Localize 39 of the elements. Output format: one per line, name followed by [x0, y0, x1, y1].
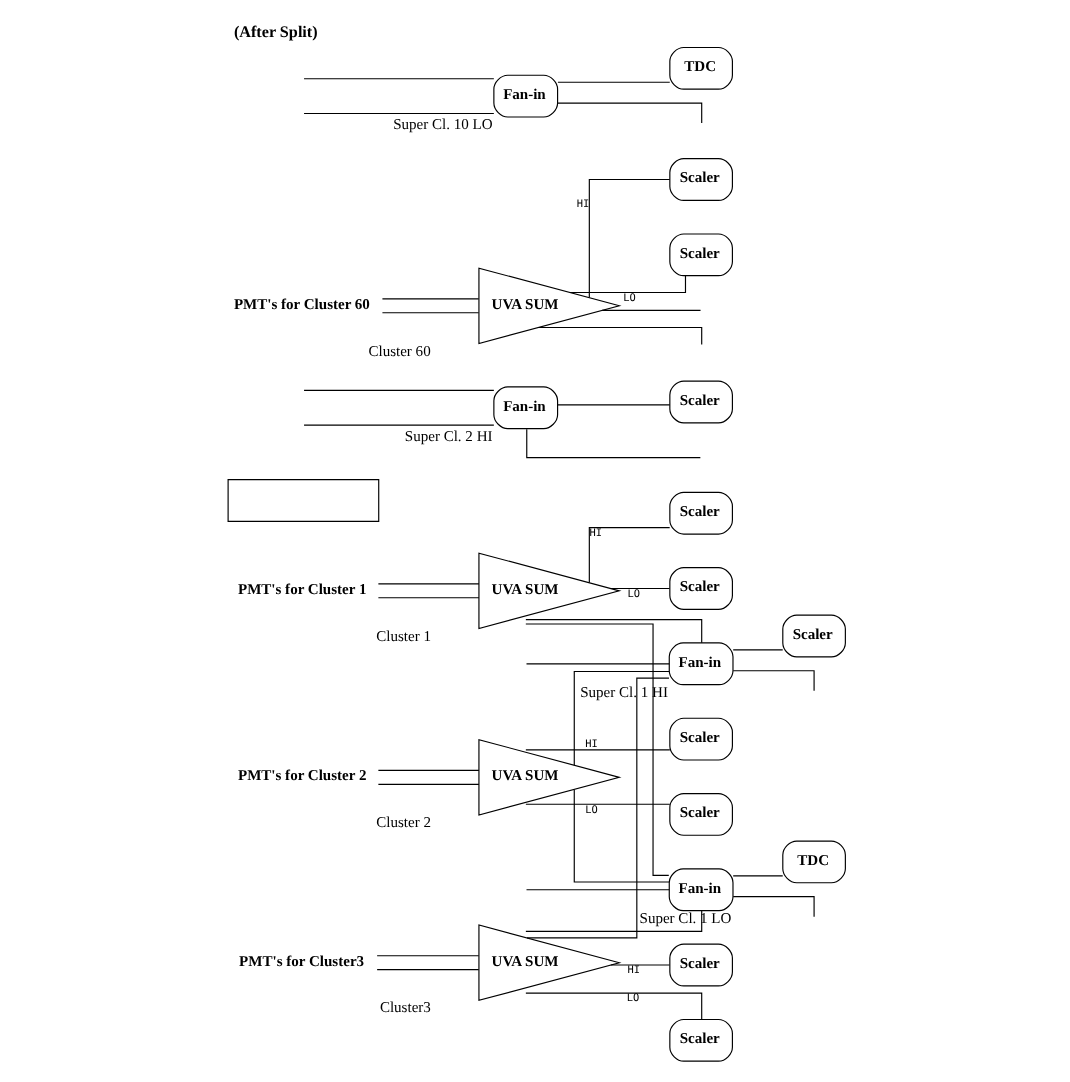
connector — [303, 389, 495, 391]
connector — [381, 312, 480, 314]
connector — [525, 803, 671, 805]
connector — [525, 889, 670, 891]
connector — [525, 619, 703, 644]
connector — [303, 112, 495, 115]
connector — [525, 663, 670, 665]
connector — [569, 275, 687, 294]
connector — [588, 527, 671, 584]
connector — [525, 910, 703, 932]
diagram-title: (After Split) — [233, 23, 318, 42]
connector — [376, 955, 480, 957]
connector — [573, 670, 670, 766]
node-box — [227, 479, 380, 522]
connector — [377, 783, 480, 785]
connector — [377, 769, 480, 771]
connector — [381, 298, 480, 300]
connector — [557, 404, 671, 406]
connector — [377, 583, 480, 585]
connector — [610, 587, 671, 590]
connector — [303, 78, 495, 80]
connector — [732, 875, 784, 877]
connector — [557, 81, 671, 83]
connector — [525, 749, 671, 751]
connector — [303, 424, 495, 426]
connector — [537, 326, 703, 345]
connector — [610, 964, 671, 966]
connector — [573, 789, 670, 883]
connector — [376, 969, 480, 971]
connector — [525, 623, 670, 877]
connector — [526, 428, 701, 459]
connector — [557, 102, 703, 124]
connector — [732, 670, 815, 692]
connector — [526, 677, 670, 939]
connector — [377, 597, 480, 599]
connector — [732, 896, 815, 918]
connector — [588, 178, 671, 299]
connector — [732, 649, 784, 651]
connector — [601, 309, 702, 312]
